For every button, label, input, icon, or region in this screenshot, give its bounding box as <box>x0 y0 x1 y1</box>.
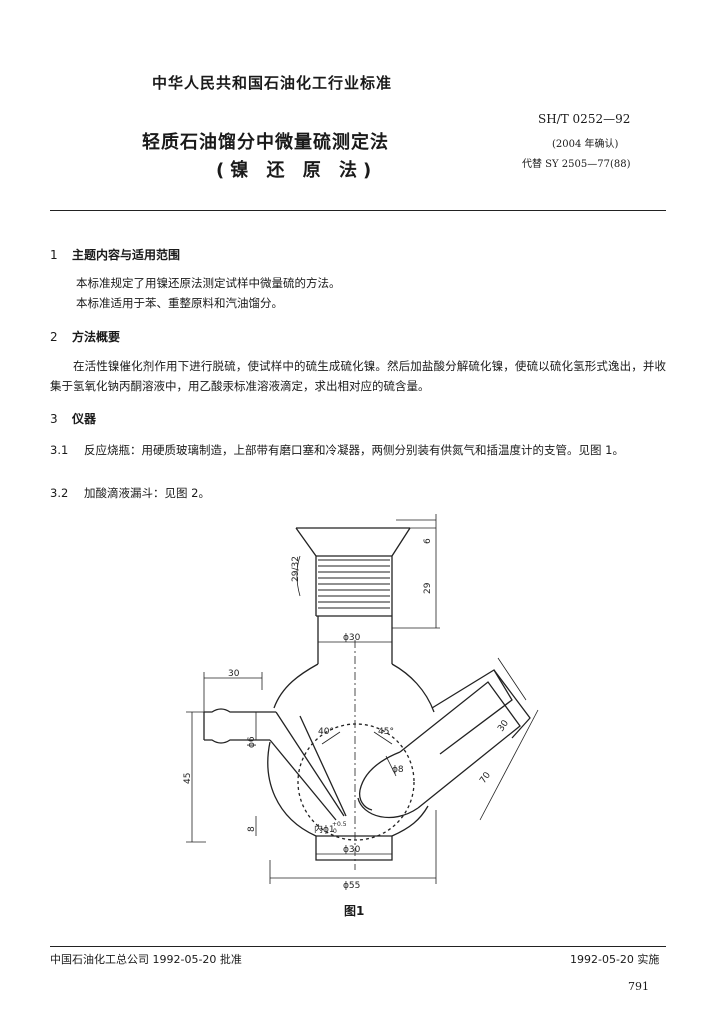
clause-3-2: 3.2 加酸滴液漏斗：见图 2。 <box>50 483 210 503</box>
right-length-70-label: 70 <box>478 770 493 785</box>
clause-number: 3.1 <box>50 443 69 457</box>
clause-text: 加酸滴液漏斗：见图 2。 <box>84 486 210 500</box>
height-45-label: 45 <box>183 773 193 784</box>
section-2-paragraph: 在活性镍催化剂作用下进行脱硫，使试样中的硫生成硫化镍。然后加盐酸分解硫化镍，使硫… <box>50 359 666 393</box>
bottom-diameter-label: ϕ30 <box>343 845 361 855</box>
section-title: 方法概要 <box>72 330 121 344</box>
confirmation-note: (2004 年确认) <box>552 139 619 150</box>
section-1-paragraph-1: 本标准规定了用镍还原法测定试样中微量硫的方法。 <box>76 276 341 290</box>
right-tube-diameter-label: ϕ8 <box>392 765 404 775</box>
angle-right-label: 45° <box>378 727 394 737</box>
standard-code: SH/T 0252—92 <box>538 112 631 126</box>
header-divider <box>50 210 666 211</box>
neck-diameter-label: ϕ30 <box>343 633 361 643</box>
tip-diameter-label: 内ϕ1 <box>314 823 335 835</box>
replaces-note: 代替 SY 2505—77(88) <box>522 159 631 170</box>
document-title: 轻质石油馏分中微量硫测定法 <box>142 132 389 153</box>
clause-text: 反应烧瓶：用硬质玻璃制造，上部带有磨口塞和冷凝器，两侧分别装有供氮气和插温度计的… <box>84 443 624 457</box>
body-diameter-label: ϕ55 <box>343 881 360 891</box>
footer-divider <box>50 946 666 947</box>
clause-3-1: 3.1 反应烧瓶：用硬质玻璃制造，上部带有磨口塞和冷凝器，两侧分别装有供氮气和插温… <box>50 440 666 460</box>
approval-note: 中国石油化工总公司 1992-05-20 批准 <box>50 953 242 966</box>
joint-size-label: 29/32 <box>291 556 301 582</box>
clause-number: 3.2 <box>50 486 69 500</box>
section-title: 主题内容与适用范围 <box>72 248 181 262</box>
section-1-paragraph-2: 本标准适用于苯、重整原料和汽油馏分。 <box>76 296 283 310</box>
top-29-label: 29 <box>423 582 433 594</box>
implementation-note: 1992-05-20 实施 <box>570 953 660 966</box>
figure-caption: 图1 <box>344 904 365 918</box>
tip-tolerance-upper: +0.5 <box>332 821 347 828</box>
document-subtitle: (镍 还 原 法) <box>216 160 378 181</box>
tip-tolerance-lower: 0 <box>333 828 337 835</box>
section-number: 1 <box>50 248 58 262</box>
section-title: 仪器 <box>72 412 97 426</box>
page-number: 791 <box>628 980 649 993</box>
issuing-body-title: 中华人民共和国石油化工行业标准 <box>152 74 393 92</box>
side-width-label: 30 <box>228 669 240 679</box>
section-number: 3 <box>50 412 58 426</box>
section-number: 2 <box>50 330 58 344</box>
section-1-heading: 1 主题内容与适用范围 <box>50 246 180 263</box>
tube-diameter-label: ϕ6 <box>247 736 257 748</box>
right-length-30-label: 30 <box>496 718 511 733</box>
angle-left-label: 40° <box>318 727 334 737</box>
section-3-heading: 3 仪器 <box>50 410 96 427</box>
height-8-label: 8 <box>247 826 257 832</box>
section-2-heading: 2 方法概要 <box>50 328 120 345</box>
top-6-label: 6 <box>423 538 433 544</box>
